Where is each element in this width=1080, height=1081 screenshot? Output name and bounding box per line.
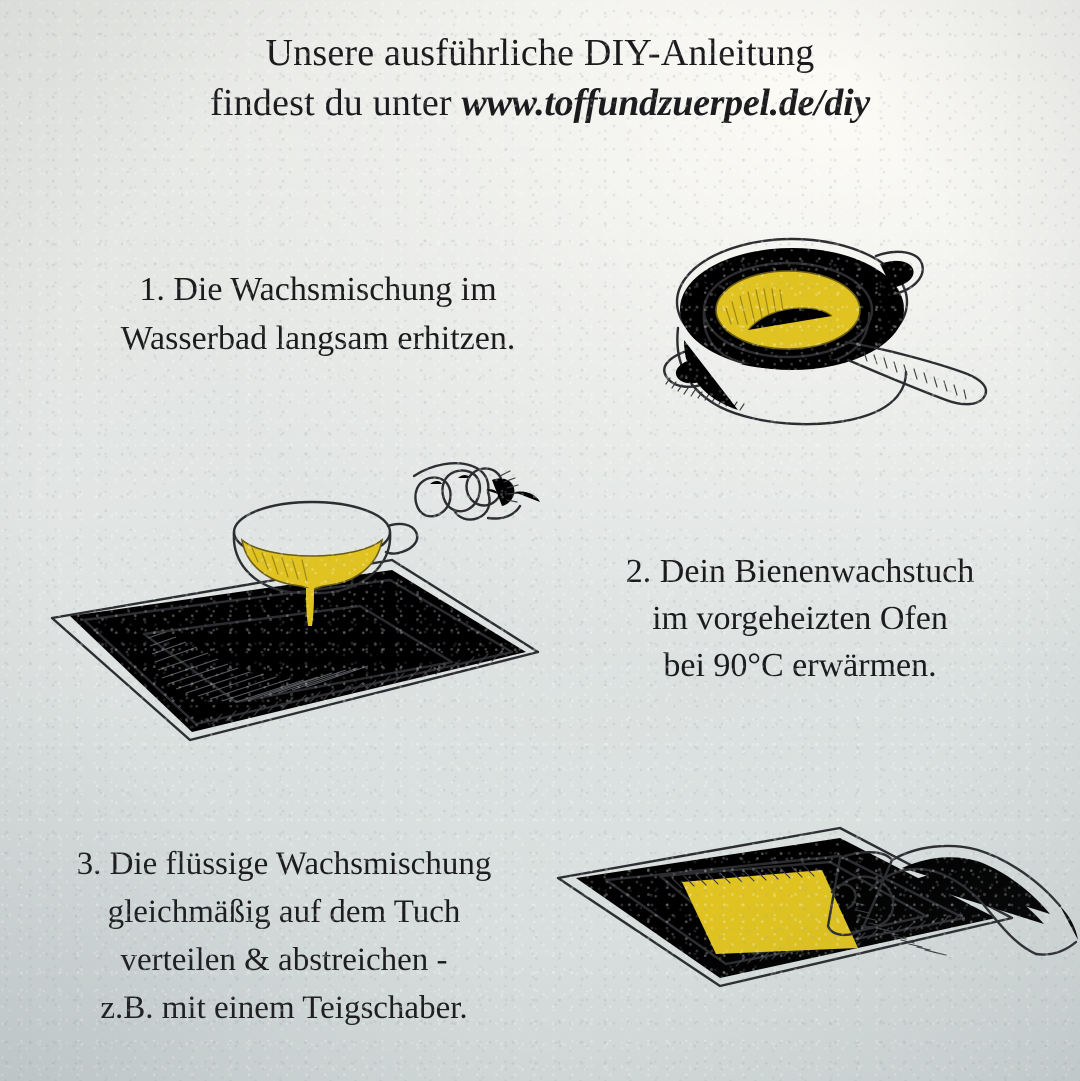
hand-knuckle-1 (430, 481, 442, 484)
pot-left-contour (684, 340, 738, 410)
wax-edge-hatching (671, 865, 815, 889)
tray3-outer-rim (556, 826, 1014, 988)
step-1-line-1: 1. Die Wachsmischung im (139, 271, 497, 308)
hand3-palm-edge (868, 867, 1038, 956)
illustration-double-boiler (640, 212, 1040, 442)
spread-wax-patch (682, 870, 858, 954)
dough-scraper-blade (826, 851, 894, 937)
pot-handle-right-outer (874, 250, 924, 296)
hand-wrist (452, 490, 491, 521)
step-3-line-1: 3. Die flüssige Wachsmischung (76, 846, 492, 882)
hand-shading-hatching (499, 470, 520, 503)
hand-finger-2 (441, 469, 482, 513)
hand3-finger-hatching (851, 901, 947, 956)
double-boiler-drawing (663, 237, 988, 426)
hand-finger-3 (465, 467, 504, 507)
bowl-handle (384, 522, 419, 555)
step-2-line-1: 2. Dein Bienenwachstuch (625, 553, 975, 590)
step-2-line-3: bei 90°C erwärmen. (663, 647, 937, 684)
pan-handle-hatching (863, 351, 967, 400)
pour-wax-drawing (50, 462, 540, 742)
diy-url: www.toffundzuerpel.de/diy (461, 82, 870, 124)
header-line-2-prefix: findest du unter (210, 82, 462, 124)
hand-palm-bottom (486, 504, 522, 520)
step-3-line-3: verteilen & abstreichen - (120, 942, 448, 978)
step-1-text: 1. Die Wachsmischung im Wasserbad langsa… (48, 265, 588, 363)
header-line-2: findest du unter www.toffundzuerpel.de/d… (0, 78, 1080, 128)
spread-wax-drawing (556, 826, 1078, 988)
hand-thumb-tip (486, 489, 498, 494)
hand3-thumb (830, 883, 857, 910)
inner-bowl-bottom-edge (740, 360, 840, 369)
step-3-line-2: gleichmäßig auf dem Tuch (107, 894, 461, 930)
step-1-line-2: Wasserbad langsam erhitzen. (120, 320, 516, 357)
cloth-hatching (147, 631, 369, 703)
illustration-pour-wax-on-tray (40, 448, 560, 778)
illustration-spread-wax (540, 820, 1080, 1060)
pot-handle-right-inner (880, 260, 914, 288)
hand-back-contour (412, 462, 490, 494)
step-2-line-2: im vorgeheizten Ofen (652, 600, 948, 637)
pan-handle (844, 340, 988, 406)
pouring-bowl-wax (240, 538, 384, 591)
step-3-text: 3. Die flüssige Wachsmischung gleichmäßi… (14, 840, 554, 1032)
step-3-line-4: z.B. mit einem Teigschaber. (100, 990, 468, 1026)
hand-finger-4 (492, 478, 515, 506)
tray-rim-inner-line (70, 570, 526, 732)
step-2-text: 2. Dein Bienenwachstuch im vorgeheizten … (560, 548, 1040, 689)
pouring-wax-texture (251, 547, 308, 582)
hand3-wrist-upper (1060, 906, 1078, 940)
header-text: Unsere ausführliche DIY-Anleitung findes… (0, 28, 1080, 128)
pot-handle-left-outer (663, 348, 710, 388)
hand3-back-contour (890, 844, 1062, 908)
wax-pour-stream-fill (306, 588, 314, 626)
hand-lower-arm-edge (514, 491, 540, 502)
hand-knuckle-2 (458, 475, 470, 478)
tray-front-lip-hatching (211, 650, 503, 725)
hand-finger-1 (414, 476, 452, 518)
wax-swirl-line (747, 307, 833, 331)
header-line-1: Unsere ausführliche DIY-Anleitung (265, 32, 815, 74)
hand3-wrist-lower (1034, 940, 1078, 956)
